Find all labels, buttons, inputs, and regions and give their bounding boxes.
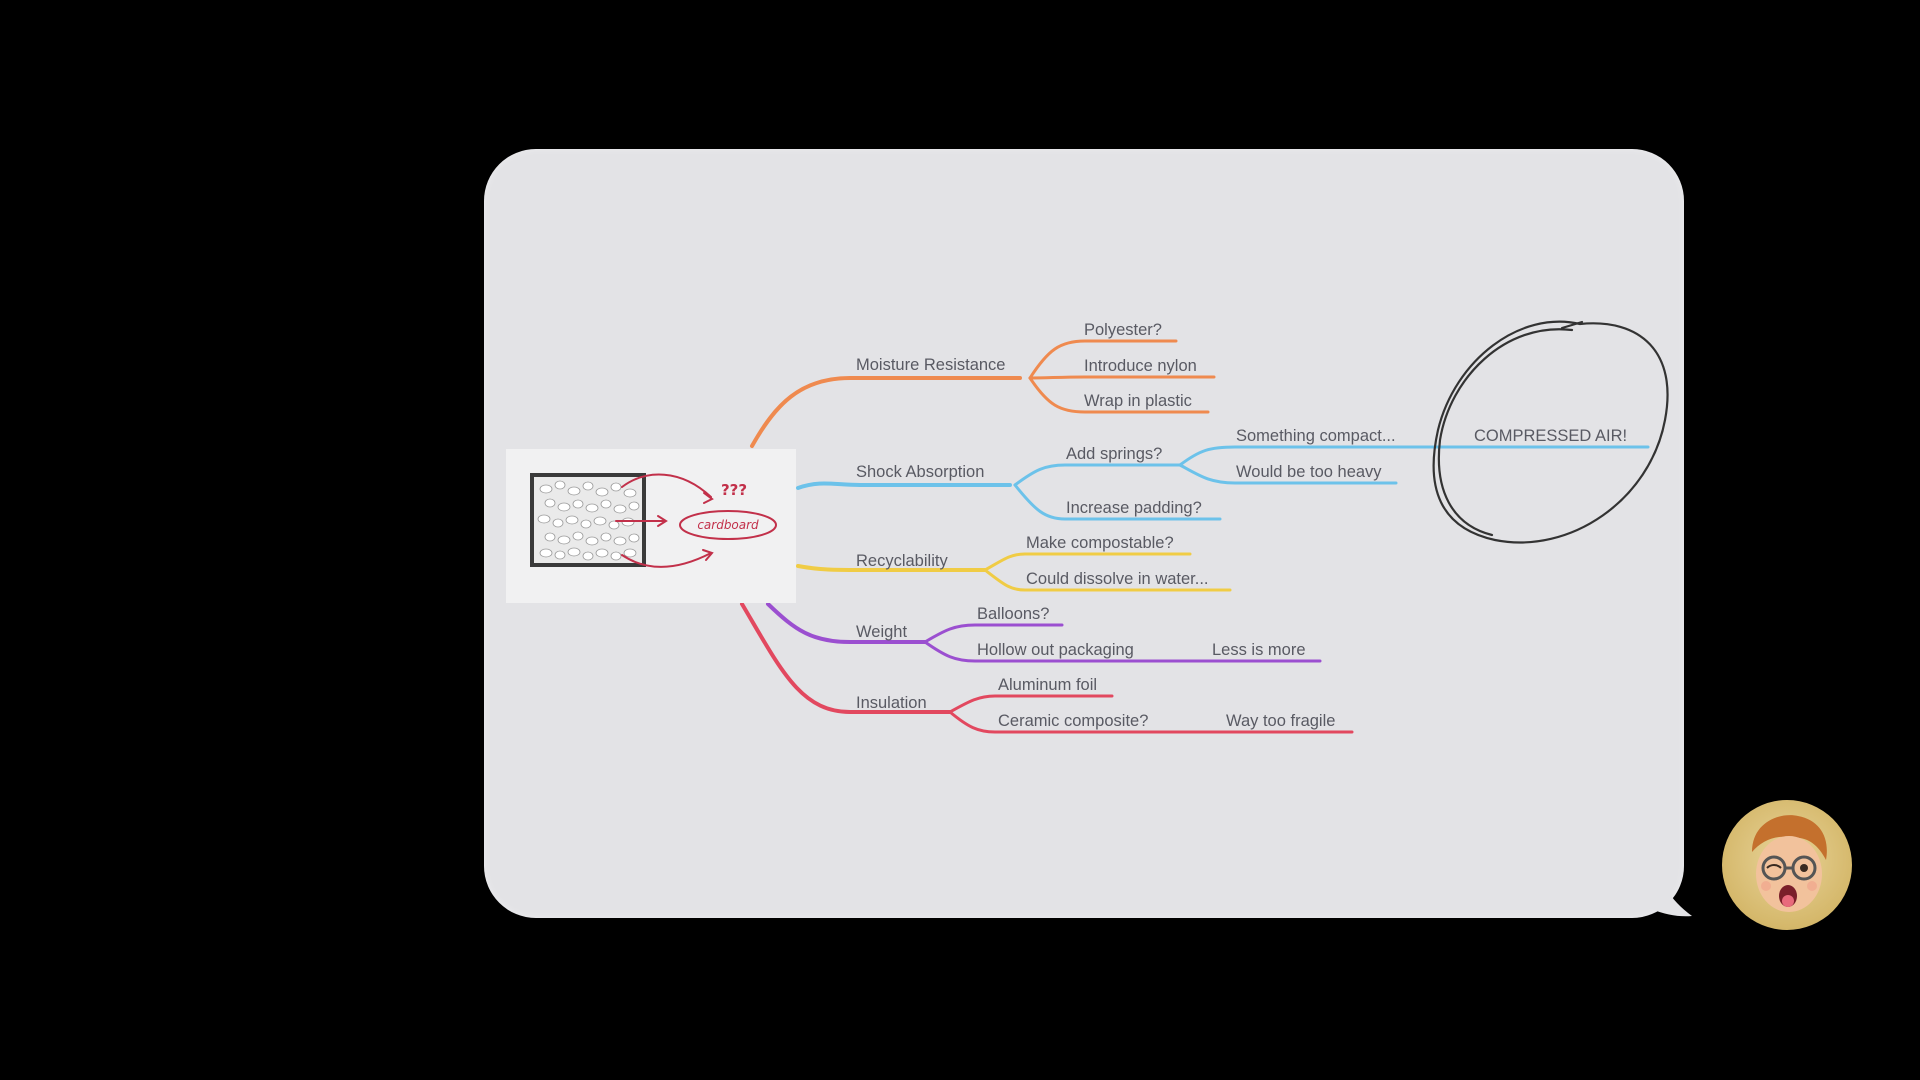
memoji-face-icon: [1752, 815, 1827, 912]
label-add-springs: Add springs?: [1066, 445, 1162, 463]
trunk-moisture: [750, 376, 1022, 448]
label-insulation: Insulation: [856, 694, 927, 712]
label-dissolve: Could dissolve in water...: [1026, 570, 1209, 588]
label-moisture-resistance: Moisture Resistance: [856, 356, 1005, 374]
edge-dissolve: [983, 568, 1232, 592]
label-weight: Weight: [856, 623, 907, 641]
bubble-tail: [1640, 880, 1692, 917]
trunk-weight: [766, 602, 927, 644]
edge-aluminum-foil: [948, 694, 1114, 714]
label-ceramic: Ceramic composite?: [998, 712, 1148, 730]
label-less-is-more: Less is more: [1212, 641, 1306, 659]
edge-too-heavy: [1178, 463, 1398, 485]
edge-ceramic: [948, 710, 1354, 734]
label-recyclability: Recyclability: [856, 552, 948, 570]
cardboard-label: cardboard: [697, 518, 759, 532]
packaging-sketch-card: cardboard ???: [506, 449, 796, 603]
edge-something-compact: [1178, 445, 1650, 467]
trunk-insulation: [740, 602, 952, 714]
trunk-shock: [796, 481, 1012, 490]
label-increase-padding: Increase padding?: [1066, 499, 1202, 517]
label-way-too-fragile: Way too fragile: [1226, 712, 1335, 730]
label-balloons: Balloons?: [977, 605, 1049, 623]
label-aluminum-foil: Aluminum foil: [998, 676, 1097, 694]
edge-make-compostable: [983, 552, 1192, 572]
edge-polyester: [1028, 339, 1178, 380]
edge-hollow-out: [923, 640, 1322, 663]
label-make-compostable: Make compostable?: [1026, 534, 1174, 552]
label-compressed-air: COMPRESSED AIR!: [1474, 427, 1627, 445]
label-polyester: Polyester?: [1084, 321, 1162, 339]
trunk-recyclability: [796, 564, 987, 572]
handdrawn-circle: [1432, 320, 1669, 544]
label-introduce-nylon: Introduce nylon: [1084, 357, 1197, 375]
edge-introduce-nylon: [1028, 375, 1216, 380]
cardboard-ellipse: [679, 510, 777, 540]
question-marks: ???: [721, 481, 747, 499]
label-something-compact: Something compact...: [1236, 427, 1396, 445]
label-too-heavy: Would be too heavy: [1236, 463, 1382, 481]
label-hollow-out: Hollow out packaging: [977, 641, 1134, 659]
edge-increase-padding: [1013, 483, 1222, 521]
edge-wrap-in-plastic: [1028, 376, 1210, 414]
edge-balloons: [923, 623, 1064, 644]
label-wrap-in-plastic: Wrap in plastic: [1084, 392, 1192, 410]
packaging-sketch: cardboard ???: [530, 473, 777, 568]
memoji-avatar: [1722, 800, 1852, 930]
arrows-icon: [615, 473, 714, 568]
edge-add-springs: [1013, 463, 1182, 487]
label-shock-absorption: Shock Absorption: [856, 463, 984, 481]
